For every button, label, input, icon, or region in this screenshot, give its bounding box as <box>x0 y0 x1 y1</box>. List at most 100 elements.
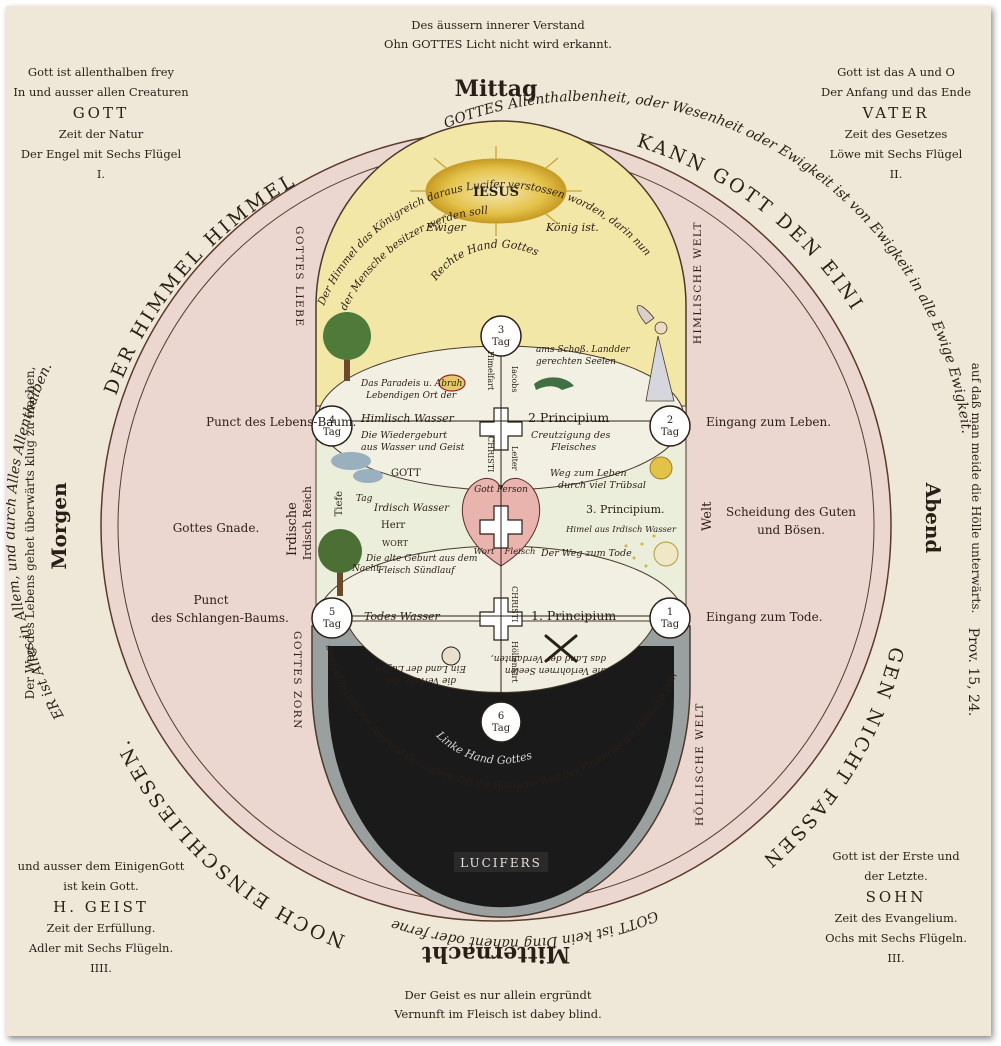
schlangen-baums-label: des Schlangen-Baums. <box>151 611 289 625</box>
creutzigung-line-2: Fleisches <box>550 442 596 453</box>
irdisch-wasser-label: Irdisch Wasser <box>373 503 450 514</box>
wort-label: Wort <box>474 547 495 557</box>
lugen-line-1: Ein Land der Lügen <box>375 663 467 673</box>
corner-line: Zeit des Gesetzes <box>844 127 948 141</box>
gott-person-label: Gott Person <box>474 485 528 495</box>
paradeis-line-2: Lebendigen Ort der <box>365 391 457 401</box>
cardinal-south: Mitternacht <box>421 941 570 967</box>
corner-line: Gott ist der Erste und <box>832 849 960 863</box>
irdisch-reich-label: Irdisch Reich <box>301 486 314 560</box>
day-3-circle: 3 Tag <box>480 315 522 357</box>
cardinal-east: Abend <box>921 482 945 554</box>
weg-tode-label: Der Weg zum Tode <box>540 548 632 559</box>
corner-line: Ochs mit Sechs Flügeln. <box>825 931 967 945</box>
day-2-circle: 2 Tag <box>649 405 691 447</box>
alte-geburt-line-1: Die alte Geburt aus dem <box>365 554 477 564</box>
schoss-line-2: gerechten Seelen <box>536 357 616 367</box>
gottes-zorn-label: GOTTES ZORN <box>291 631 303 730</box>
tree-of-life-icon <box>323 312 371 381</box>
creutzigung-line-1: Creutzigung des <box>531 430 611 441</box>
lucifers-label: LUCIFERS <box>460 856 542 870</box>
gottes-liebe-label: GOTTES LIEBE <box>293 226 305 328</box>
welt-label: Welt <box>700 501 715 531</box>
day-4-circle: 4 Tag <box>311 405 353 447</box>
corner-line: In und ausser allen Creaturen <box>13 85 189 99</box>
fleisch-label: Fleisch <box>504 547 536 557</box>
schoss-line-1: ams Schoß. Landder <box>536 345 631 355</box>
corner-line: Löwe mit Sechs Flügel <box>829 147 963 161</box>
moon-icon <box>653 541 679 567</box>
lugen-line-2: die Verlohr. des <box>385 675 456 685</box>
corner-number: I. <box>96 167 106 181</box>
corner-line: Zeit des Evangelium. <box>834 911 958 925</box>
day-number: 2 <box>667 415 673 426</box>
christi2-label: CHRISTI <box>510 586 519 622</box>
herr-label: Herr <box>381 520 405 531</box>
hollenfart-label: Höllenfart <box>510 641 519 683</box>
bottom-verse-line-1: Der Geist es nur allein ergründt <box>404 988 592 1002</box>
day-label: Tag <box>661 427 680 438</box>
corner-number: III. <box>887 951 905 965</box>
gottes-gnade-label: Gottes Gnade. <box>173 521 260 535</box>
top-verse-line-1: Des äussern innerer Verstand <box>411 18 585 32</box>
corner-line: Gott ist das A und O <box>837 65 955 79</box>
sun-rays-icon <box>410 146 582 236</box>
verdamten-line-1: das Land der Verdamten, <box>491 653 606 663</box>
todes-wasser-label: Todes Wasser <box>364 610 441 623</box>
day-number: 5 <box>329 607 335 618</box>
day-number: 3 <box>498 325 504 336</box>
irdische-label: Irdische <box>285 502 300 556</box>
day-1-circle: 1 Tag <box>649 597 691 639</box>
leiter-label: Leiter <box>510 446 519 471</box>
corner-number: II. <box>889 167 903 181</box>
himlisch-wasser-label: Himlisch Wasser <box>360 412 455 425</box>
corner-line: der Letzte. <box>864 869 928 883</box>
christi-label: CHRISTI <box>486 436 495 472</box>
gott-label: GOTT <box>391 468 421 479</box>
lucifers-banner <box>454 852 548 872</box>
lamb-icon <box>534 377 574 390</box>
himmelfart-label: Himelfart <box>486 351 495 391</box>
ewiger-label: Ewiger <box>425 221 467 234</box>
crown-icon <box>438 374 466 392</box>
corner-number: IIII. <box>90 961 112 975</box>
day-label: Tag <box>323 619 342 630</box>
weg-leben-line-1: Weg zum Leben <box>550 468 627 479</box>
corner-line: Zeit der Erfüllung. <box>46 921 156 935</box>
weg-leben-line-2: durch viel Trübsal <box>558 480 646 491</box>
hollische-welt-label: HÖLLISCHE WELT <box>692 702 706 826</box>
corner-top-right: Gott ist das A und O Der Anfang und das … <box>801 62 991 184</box>
tag-label: Tag <box>356 494 373 504</box>
corner-name: GOTT <box>72 104 130 122</box>
day-label: Tag <box>661 619 680 630</box>
principium-3-label: 3. Principium. <box>586 503 665 516</box>
himelaus-label: Himel aus Irdisch Wasser <box>565 525 677 535</box>
lower-hell <box>311 620 691 918</box>
day-number: 1 <box>667 607 673 618</box>
day-number: 6 <box>498 711 504 722</box>
paradeis-line-1: Das Paradeis u. Abrah <box>360 379 462 389</box>
corner-name: VATER <box>862 104 930 122</box>
cosmic-diagram: IESUS <box>6 76 974 967</box>
skull-icon <box>441 646 461 666</box>
upper-heaven <box>315 120 687 427</box>
scheidung-label: Scheidung des Guten <box>726 505 856 519</box>
tiefe-label: Tiefe <box>334 491 345 516</box>
principium-2-label: 2.Principium <box>528 410 609 425</box>
day-label: Tag <box>323 427 342 438</box>
koenig-label: König ist. <box>545 221 599 234</box>
cardinal-west: Morgen <box>47 482 71 570</box>
day-label: Tag <box>492 723 511 734</box>
day-5-circle: 5 Tag <box>311 597 353 639</box>
day-number: 4 <box>329 415 335 426</box>
plate: Des äussern innerer Verstand Ohn GOTTES … <box>6 6 991 1036</box>
lebens-baum-label: Punct des Lebens-Baum. <box>206 415 356 429</box>
jacobs-label: Iacobs <box>510 366 519 392</box>
bottom-verse-line-2: Vernunft im Fleisch ist dabey blind. <box>394 1007 602 1021</box>
corner-line: Der Engel mit Sechs Flügel <box>20 147 182 161</box>
corner-bottom-left: und ausser dem EinigenGott ist kein Gott… <box>6 856 196 978</box>
himlische-welt-label: HIMLISCHE WELT <box>692 221 704 344</box>
day-6-circle: 6 Tag <box>480 701 522 743</box>
day-label: Tag <box>492 337 511 348</box>
corner-line: ist kein Gott. <box>63 879 139 893</box>
